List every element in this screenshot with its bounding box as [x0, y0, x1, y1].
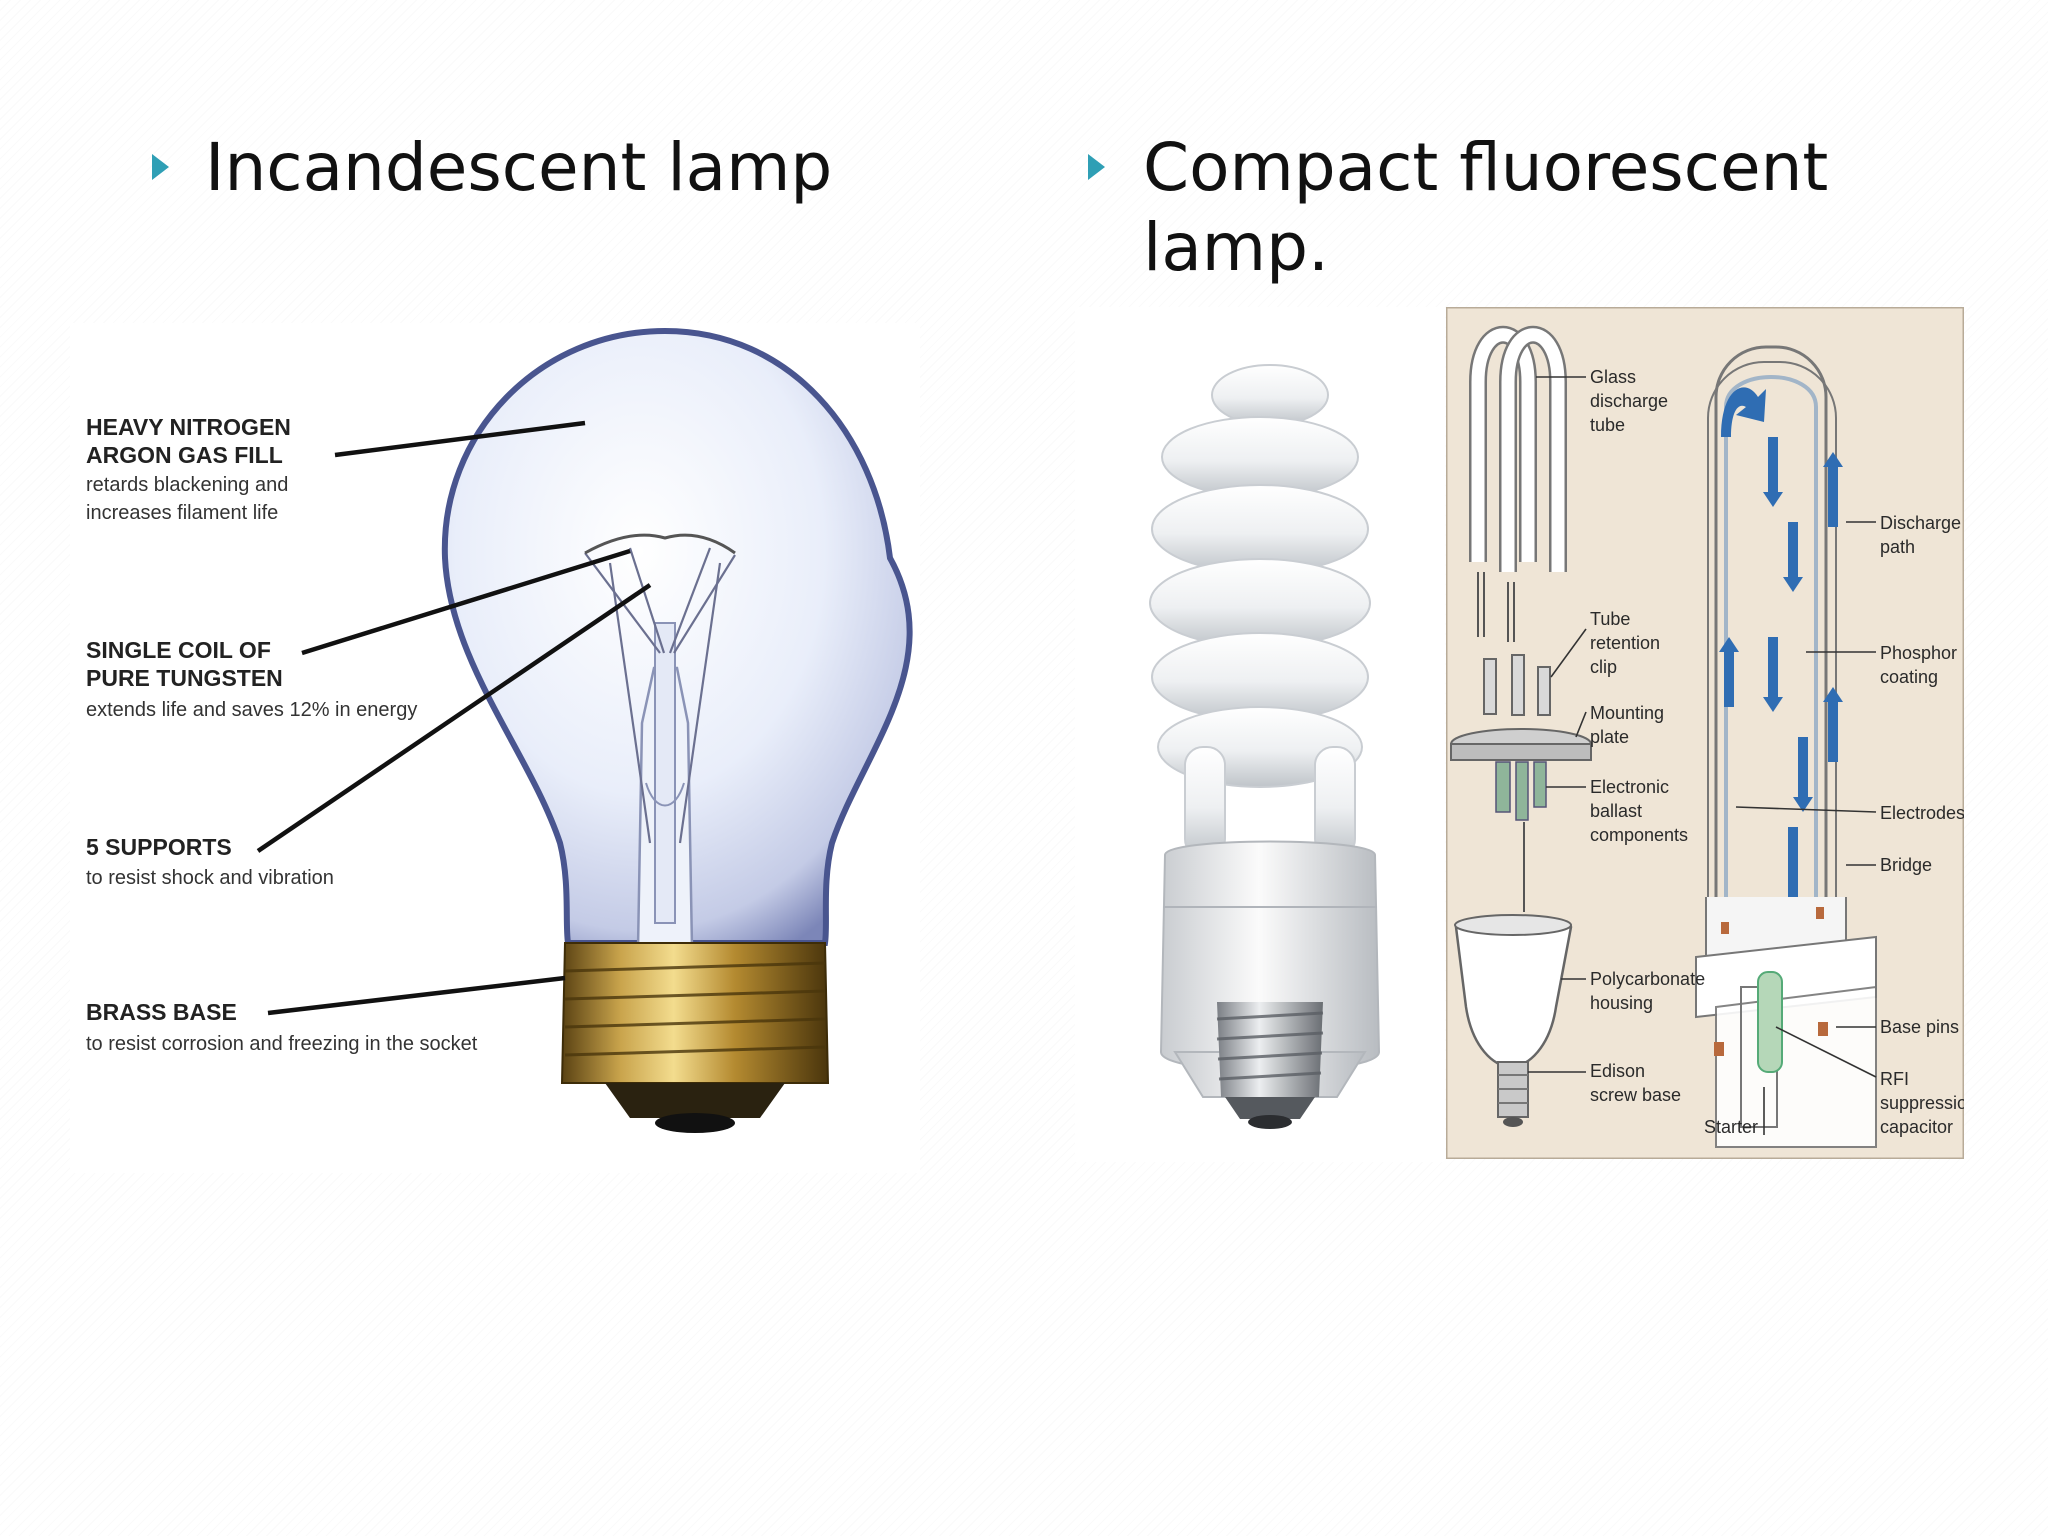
label-mounting-line1: Mounting: [1590, 703, 1664, 723]
cfl-photo: [1075, 307, 1445, 1162]
coil-title-line2: PURE TUNGSTEN: [86, 665, 283, 691]
label-bridge: Bridge: [1880, 855, 1932, 875]
cfl-cutaway-diagram: Glass discharge tube Tube retention clip…: [1446, 307, 1964, 1159]
label-starter: Starter: [1704, 1117, 1758, 1137]
label-base-pins: Base pins: [1880, 1017, 1959, 1037]
right-heading-line1: Compact fluorescent: [1143, 129, 1829, 206]
label-housing-line2: housing: [1590, 993, 1653, 1013]
label-retention-line2: retention: [1590, 633, 1660, 653]
gas-fill-title-line2: ARGON GAS FILL: [86, 442, 283, 468]
gas-fill-desc-line1: retards blackening and: [86, 474, 288, 496]
label-rfi-line1: RFI: [1880, 1069, 1909, 1089]
label-housing-line1: Polycarbonate: [1590, 969, 1705, 989]
label-glass-line1: Glass: [1590, 367, 1636, 387]
right-heading-line2: lamp.: [1143, 209, 1329, 286]
label-discharge-line1: Discharge: [1880, 513, 1961, 533]
left-heading: Incandescent lamp: [205, 129, 833, 206]
brass-base-desc: to resist corrosion and freezing in the …: [86, 1033, 478, 1055]
label-glass-line3: tube: [1590, 415, 1625, 435]
label-glass-line2: discharge: [1590, 391, 1668, 411]
label-discharge-line2: path: [1880, 537, 1915, 557]
label-electrodes: Electrodes: [1880, 803, 1964, 823]
gas-fill-title-line1: HEAVY NITROGEN: [86, 414, 291, 440]
label-rfi-line3: capacitor: [1880, 1117, 1953, 1137]
incandescent-diagram: HEAVY NITROGEN ARGON GAS FILL retards bl…: [70, 323, 920, 1173]
supports-title: 5 SUPPORTS: [86, 834, 232, 860]
label-retention-line1: Tube: [1590, 609, 1630, 629]
label-ballast-line3: components: [1590, 825, 1688, 845]
label-ballast-line1: Electronic: [1590, 777, 1669, 797]
label-phosphor-line2: coating: [1880, 667, 1938, 687]
coil-title-line1: SINGLE COIL OF: [86, 637, 271, 663]
bullet-arrow-icon: [152, 154, 169, 180]
label-mounting-line2: plate: [1590, 727, 1629, 747]
label-edison-line1: Edison: [1590, 1061, 1645, 1081]
label-rfi-line2: suppression: [1880, 1093, 1964, 1113]
label-phosphor-line1: Phosphor: [1880, 643, 1957, 663]
label-ballast-line2: ballast: [1590, 801, 1642, 821]
bullet-arrow-icon: [1088, 154, 1105, 180]
label-retention-line3: clip: [1590, 657, 1617, 677]
label-edison-line2: screw base: [1590, 1085, 1681, 1105]
supports-desc: to resist shock and vibration: [86, 867, 334, 889]
brass-base-title: BRASS BASE: [86, 999, 237, 1025]
coil-desc: extends life and saves 12% in energy: [86, 699, 417, 721]
gas-fill-desc-line2: increases filament life: [86, 502, 278, 524]
